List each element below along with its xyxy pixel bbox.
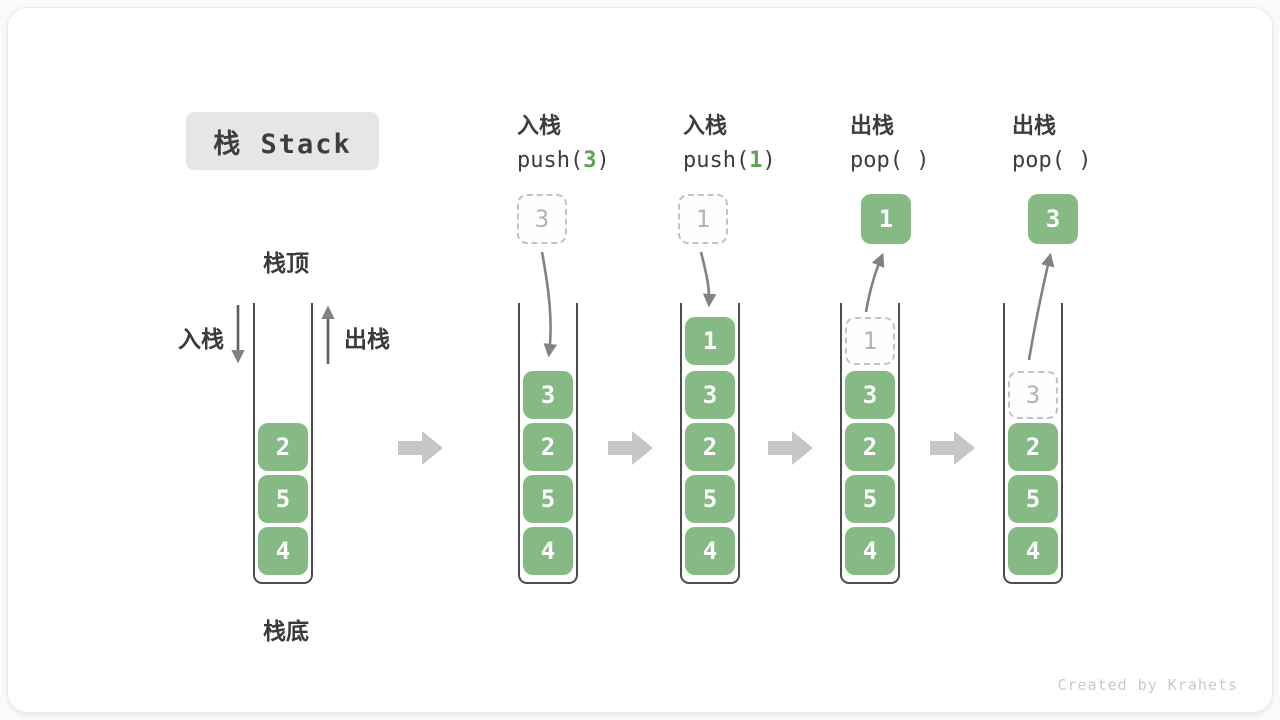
incoming-value-box: 1	[678, 194, 728, 244]
stack-cell: 4	[258, 527, 308, 575]
stack-cell: 5	[258, 475, 308, 523]
popped-value-box: 1	[861, 194, 911, 244]
stack-cell: 5	[685, 475, 735, 523]
stack-cell: 3	[845, 371, 895, 419]
transition-arrow-icon	[930, 431, 975, 465]
op-code: push(3)	[517, 148, 610, 173]
op-label: 入栈	[517, 113, 562, 138]
stack-cell: 3	[523, 371, 573, 419]
incoming-value-box: 3	[517, 194, 567, 244]
diagram-title-text: 栈 Stack	[213, 128, 352, 160]
op-label: 出栈	[850, 113, 895, 138]
op-arg	[903, 148, 916, 173]
push-direction-label: 入栈	[178, 326, 224, 352]
stack-cell: 4	[523, 527, 573, 575]
stack-cell: 2	[523, 423, 573, 471]
stack-cell: 4	[1008, 527, 1058, 575]
stack-cell: 2	[685, 423, 735, 471]
pop-direction-label: 出栈	[344, 326, 390, 352]
stack-bottom-label: 栈底	[263, 618, 309, 644]
op-header-pop-1: 出栈 pop( )	[850, 108, 1010, 173]
popped-value-box: 3	[1028, 194, 1078, 244]
transition-arrow-icon	[768, 431, 813, 465]
stack-cell: 5	[845, 475, 895, 523]
transition-arrow-icon	[608, 431, 653, 465]
stack-top-label: 栈顶	[263, 250, 309, 276]
op-arg	[1065, 148, 1078, 173]
diagram-title: 栈 Stack	[186, 112, 379, 170]
op-header-push-3: 入栈 push(3)	[517, 108, 677, 173]
stack-cell-ghost: 1	[845, 317, 895, 365]
op-label: 出栈	[1012, 113, 1057, 138]
op-arg: 1	[749, 148, 763, 173]
watermark-credit: Created by Krahets	[1057, 676, 1238, 694]
stack-cell: 5	[1008, 475, 1058, 523]
stack-cell: 2	[845, 423, 895, 471]
stack-cell: 4	[685, 527, 735, 575]
stack-cell: 2	[1008, 423, 1058, 471]
stack-cell: 4	[845, 527, 895, 575]
op-code: pop( )	[1012, 148, 1092, 173]
op-code: pop( )	[850, 148, 930, 173]
stack-cell: 2	[258, 423, 308, 471]
op-header-push-1: 入栈 push(1)	[683, 108, 843, 173]
stack-cell: 5	[523, 475, 573, 523]
transition-arrow-icon	[398, 431, 443, 465]
stack-cell: 1	[685, 317, 735, 365]
op-code: push(1)	[683, 148, 776, 173]
op-label: 入栈	[683, 113, 728, 138]
op-arg: 3	[583, 148, 597, 173]
op-header-pop-2: 出栈 pop( )	[1012, 108, 1172, 173]
stack-cell: 3	[685, 371, 735, 419]
stack-cell-ghost: 3	[1008, 371, 1058, 419]
